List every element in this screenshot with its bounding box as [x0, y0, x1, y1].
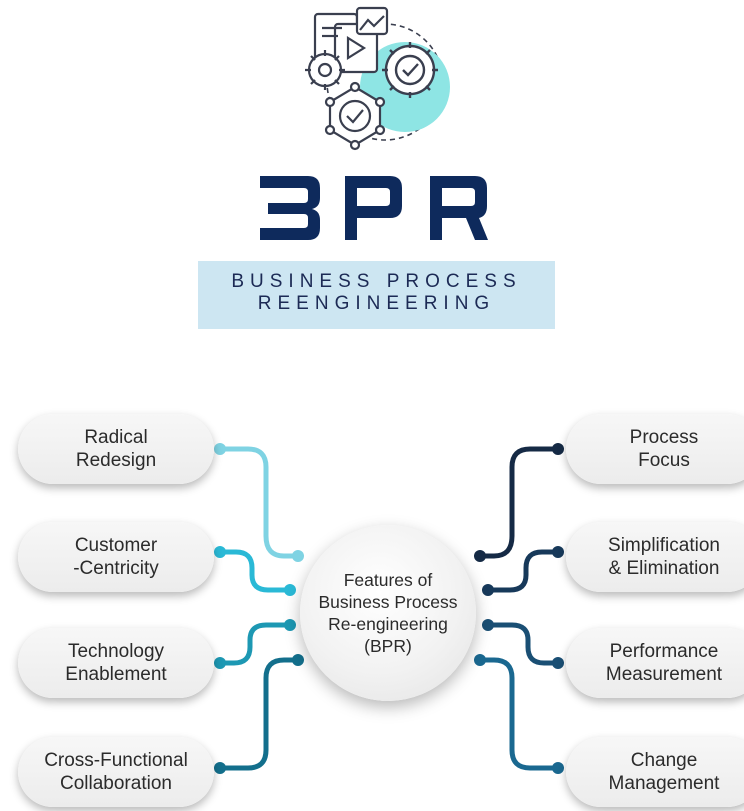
dot-technology-a: [214, 657, 226, 669]
gear-icon: [305, 50, 345, 90]
feature-label-line1: Customer: [74, 535, 158, 556]
connector-process-focus: [477, 446, 561, 559]
feature-label-line1: Performance: [609, 641, 719, 662]
connector-radical-redesign: [217, 446, 301, 559]
feature-label-line1: Cross-Functional: [44, 750, 188, 771]
feature-label-line2: Redesign: [75, 450, 157, 471]
network-check-icon: [324, 81, 386, 151]
connector-change-management: [477, 657, 561, 771]
dot-radical-a: [214, 443, 226, 455]
feature-label-line2: & Elimination: [608, 558, 720, 579]
hub-line-4: (BPR): [364, 636, 412, 656]
dot-radical-b: [292, 550, 304, 562]
bpr-logo-illustration: [305, 6, 450, 151]
dot-crossfunc-a: [214, 762, 226, 774]
feature-customer-centricity: Customer-Centricity: [18, 522, 214, 592]
bpr-title-banner: BUSINESS PROCESS REENGINEERING: [198, 261, 555, 329]
feature-label-line1: Radical: [84, 427, 148, 448]
feature-label-line2: Management: [608, 773, 720, 794]
feature-label-line2: Focus: [638, 450, 690, 471]
connector-simplification: [485, 549, 561, 593]
connector-cross-functional: [217, 657, 301, 771]
dot-technology-b: [284, 619, 296, 631]
dot-simplification-b: [482, 584, 494, 596]
banner-line-1: BUSINESS PROCESS: [231, 271, 522, 292]
letter-r: [430, 176, 488, 240]
hub-line-2: Business Process: [318, 592, 458, 612]
dot-performance-a: [552, 657, 564, 669]
letter-p: [345, 176, 402, 240]
banner-line-2: REENGINEERING: [257, 293, 496, 314]
dot-process-a: [552, 443, 564, 455]
center-hub: Features of Business Process Re-engineer…: [300, 525, 476, 701]
dot-customer-a: [214, 546, 226, 558]
feature-simplification-elimination: Simplification& Elimination: [566, 522, 744, 592]
feature-label-line1: Technology: [67, 641, 165, 662]
dot-change-a: [552, 762, 564, 774]
feature-label-line2: Measurement: [605, 664, 723, 685]
letter-b: [260, 176, 320, 240]
feature-label-line2: Enablement: [65, 664, 167, 685]
connector-performance: [485, 622, 561, 666]
bpr-wordmark: [260, 176, 488, 240]
hub-line-3: Re-engineering: [328, 614, 448, 634]
feature-label-line1: Process: [629, 427, 699, 448]
feature-label-line1: Change: [630, 750, 698, 771]
feature-label-line1: Simplification: [608, 535, 720, 556]
connector-technology-enablement: [217, 622, 293, 666]
feature-label-line2: -Centricity: [73, 558, 159, 579]
feature-label-line2: Collaboration: [60, 773, 172, 794]
dot-change-b: [474, 654, 486, 666]
gear-check-icon: [382, 42, 438, 98]
hub-line-1: Features of: [343, 570, 433, 590]
dot-simplification-a: [552, 546, 564, 558]
dot-customer-b: [284, 584, 296, 596]
dot-performance-b: [482, 619, 494, 631]
dot-process-b: [474, 550, 486, 562]
connector-customer-centricity: [217, 549, 293, 593]
dot-crossfunc-b: [292, 654, 304, 666]
